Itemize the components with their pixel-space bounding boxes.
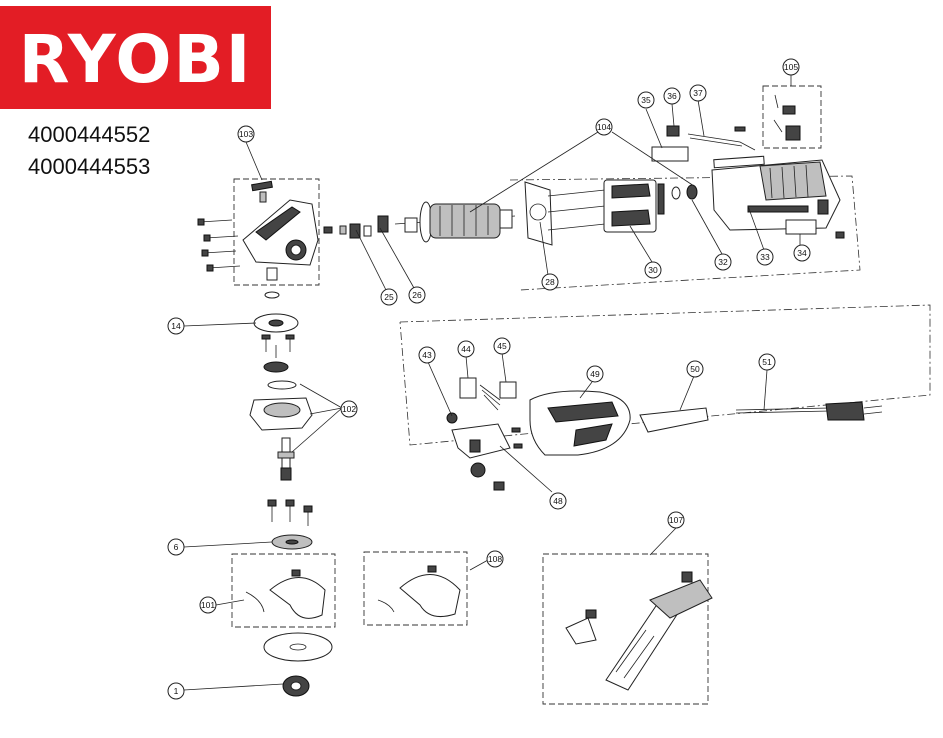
group-box-105	[762, 85, 822, 149]
motor-housing	[711, 155, 841, 231]
svg-text:105: 105	[784, 62, 798, 72]
callout-105: 105	[782, 58, 800, 76]
spindle-assembly	[249, 313, 313, 526]
switch-module	[446, 377, 523, 491]
svg-text:49: 49	[590, 369, 600, 379]
callout-26: 26	[408, 286, 426, 304]
callout-6: 6	[167, 538, 185, 556]
model-number-2: 4000444553	[28, 154, 151, 179]
svg-text:104: 104	[597, 122, 611, 132]
callout-25: 25	[380, 288, 398, 306]
svg-text:26: 26	[412, 290, 422, 300]
bearing-32	[671, 186, 681, 200]
callout-37: 37	[689, 84, 707, 102]
group-box-107	[542, 553, 709, 705]
gear-pinion	[323, 215, 389, 239]
svg-text:48: 48	[553, 496, 563, 506]
label-35	[651, 146, 689, 162]
svg-text:51: 51	[762, 357, 772, 367]
group-box-103	[233, 178, 320, 286]
group-box-housing	[399, 304, 931, 446]
callout-50: 50	[686, 360, 704, 378]
svg-text:30: 30	[648, 265, 658, 275]
callout-32: 32	[714, 253, 732, 271]
callout-48: 48	[549, 492, 567, 510]
svg-text:6: 6	[174, 542, 179, 552]
callout-103: 103	[237, 125, 255, 143]
ryobi-logo: RYOBI	[0, 6, 271, 109]
callout-28: 28	[541, 273, 559, 291]
bearing-ring	[686, 184, 698, 200]
group-box-101	[231, 553, 336, 628]
group-box-motor	[509, 175, 861, 291]
callout-51: 51	[758, 353, 776, 371]
label-plate	[785, 219, 817, 235]
svg-text:34: 34	[797, 248, 807, 258]
svg-text:107: 107	[669, 515, 683, 525]
svg-text:108: 108	[488, 554, 502, 564]
svg-text:14: 14	[171, 321, 181, 331]
svg-text:50: 50	[690, 364, 700, 374]
callout-104: 104	[595, 118, 613, 136]
callout-34: 34	[793, 244, 811, 262]
svg-text:35: 35	[641, 95, 651, 105]
callout-102: 102	[340, 400, 358, 418]
switch-clips	[666, 125, 756, 151]
callout-43: 43	[418, 346, 436, 364]
group-box-108	[363, 551, 468, 626]
callout-44: 44	[457, 340, 475, 358]
logo-text: RYOBI	[18, 20, 253, 98]
armature	[394, 201, 516, 243]
callout-108: 108	[486, 550, 504, 568]
callout-101: 101	[199, 596, 217, 614]
svg-text:36: 36	[667, 91, 677, 101]
callout-30: 30	[644, 261, 662, 279]
svg-text:28: 28	[545, 277, 555, 287]
callout-1: 1	[167, 682, 185, 700]
svg-text:25: 25	[384, 292, 394, 302]
brush-holder	[773, 94, 845, 239]
svg-text:1: 1	[174, 686, 179, 696]
svg-text:101: 101	[201, 600, 215, 610]
callout-49: 49	[586, 365, 604, 383]
model-number-1: 4000444552	[28, 122, 151, 147]
stator	[547, 179, 665, 233]
rear-housing	[529, 390, 631, 456]
svg-text:103: 103	[239, 129, 253, 139]
callout-36: 36	[663, 87, 681, 105]
svg-text:32: 32	[718, 257, 728, 267]
callout-14: 14	[167, 317, 185, 335]
callout-107: 107	[667, 511, 685, 529]
wheel-guard	[245, 569, 326, 619]
strain-relief	[639, 407, 709, 433]
svg-text:44: 44	[461, 344, 471, 354]
power-cord-plug	[735, 401, 883, 421]
fan-baffle	[524, 181, 553, 246]
svg-text:33: 33	[760, 252, 770, 262]
svg-text:102: 102	[342, 404, 356, 414]
callout-35: 35	[637, 91, 655, 109]
svg-text:37: 37	[693, 88, 703, 98]
callout-45: 45	[493, 337, 511, 355]
svg-text:43: 43	[422, 350, 432, 360]
gear-head-housing	[197, 180, 319, 299]
side-handle	[565, 571, 713, 691]
grinding-disc	[263, 632, 333, 662]
callout-33: 33	[756, 248, 774, 266]
cutting-guard	[377, 565, 461, 617]
svg-text:45: 45	[497, 341, 507, 351]
